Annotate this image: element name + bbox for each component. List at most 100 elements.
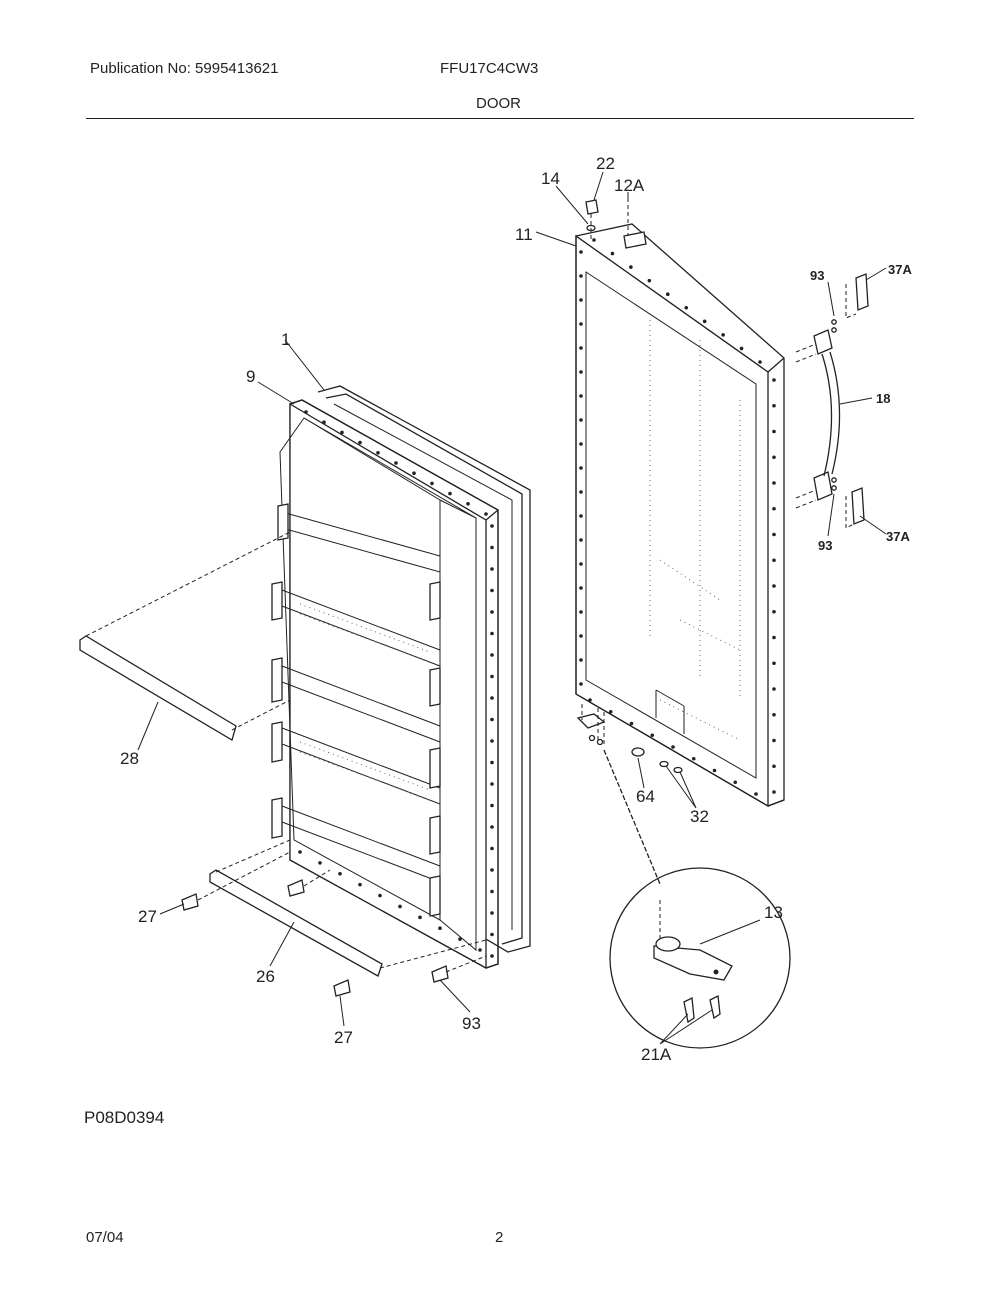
liner-rivet [304,410,308,414]
liner-rivet [458,937,462,941]
panel-rivet [650,733,655,738]
panel-rivet [772,609,776,614]
panel-rivet [772,481,776,485]
shelf-rail-top [79,531,291,741]
liner-rivet [490,674,494,679]
panel-rivet [772,532,776,537]
liner-rivet [490,803,494,808]
liner-rivet [490,889,494,894]
panel-rivet [772,558,776,563]
handle-part [813,329,841,501]
panel-rivet [579,562,583,566]
liner-rivet [490,760,494,765]
panel-rivet [579,370,583,374]
liner-rivet [490,932,494,937]
panel-rivet [772,429,776,434]
callout-label: 12A [614,176,645,195]
liner-rivet [298,850,302,854]
panel-rivet [579,346,583,350]
callout-plug-hinge: 64 [636,787,655,806]
callout-screw-liner: 93 [462,1014,481,1033]
panel-rivet [754,792,758,796]
liner-rivet [466,502,470,506]
panel-rivet [772,403,776,408]
liner-rivet [338,871,342,876]
panel-rivet [579,658,583,662]
liner-rivet [322,420,326,425]
panel-rivet [579,250,583,254]
panel-rivet [579,394,583,398]
liner-rivet [490,954,494,958]
panel-rivet [772,635,776,640]
footer-date: 07/04 [86,1229,124,1246]
panel-rivet [772,378,776,382]
callout-door-gasket: 1 [281,330,290,349]
panel-rivet [647,278,652,283]
panel-rivet [772,790,776,794]
panel-rivet [579,418,583,422]
panel-rivet [772,506,776,511]
panel-rivet [758,360,762,364]
liner-rivet [490,696,494,700]
panel-rivet [671,745,675,749]
panel-rivet [579,274,583,278]
page-number: 2 [495,1229,504,1246]
panel-rivet [579,298,583,302]
panel-rivet [772,687,776,691]
callout-handle-cap-bottom: 37A [886,529,910,544]
liner-rivet [490,545,494,550]
liner-rivet [438,926,442,931]
panel-rivet [579,538,583,542]
liner-rivet [490,739,494,743]
liner-rivet [490,825,494,829]
liner-rivet [490,588,494,593]
header-divider [86,118,914,119]
hinge-parts-small [576,704,683,774]
callout-plug-pair: 32 [690,807,709,826]
panel-rivet [579,634,583,638]
callout-plug-button: 14 [541,169,560,188]
panel-rivet [772,738,776,743]
liner-rivet [378,893,382,898]
panel-rivet [588,698,592,702]
panel-rivet [772,455,776,460]
liner-rivet [490,610,494,614]
figure-code: P08D0394 [84,1108,165,1127]
panel-rivet [592,238,596,242]
panel-rivet [579,442,583,446]
panel-rivet [772,584,776,588]
panel-rivet [579,586,583,590]
callout-hinge-screws: 21A [641,1045,672,1064]
panel-rivet [691,756,696,761]
panel-rivet [684,305,689,310]
callout-door-panel: 11 [515,225,533,244]
panel-rivet [579,490,583,494]
panel-rivet [629,721,634,726]
liner-rivet [484,512,488,516]
callout-plug-top: 22 [596,154,615,173]
panel-rivet [608,709,613,714]
callout-handle: 18 [876,391,890,406]
panel-rivet [739,346,744,351]
panel-rivet [772,712,776,717]
handle-cap-top-part [845,273,869,319]
model-number: FFU17C4CW3 [440,60,539,77]
panel-rivet [733,780,738,785]
liner-rivet [376,451,380,455]
panel-rivet [579,466,583,470]
liner-rivet [490,868,494,872]
liner-rivet [358,882,362,887]
panel-rivet [579,322,583,326]
panel-rivet [579,610,583,614]
callout-screw-bottom: 27 [334,1028,353,1047]
liner-rivet [358,440,362,445]
panel-rivet [702,319,707,324]
callout-door-liner: 9 [246,367,255,386]
callout-handle-screw-top: 93 [810,268,824,283]
panel-rivet [665,292,670,297]
panel-rivet [579,514,583,518]
liner-rivet [430,481,434,486]
hinge-detail-circle [609,867,791,1049]
liner-rivet [398,904,402,909]
